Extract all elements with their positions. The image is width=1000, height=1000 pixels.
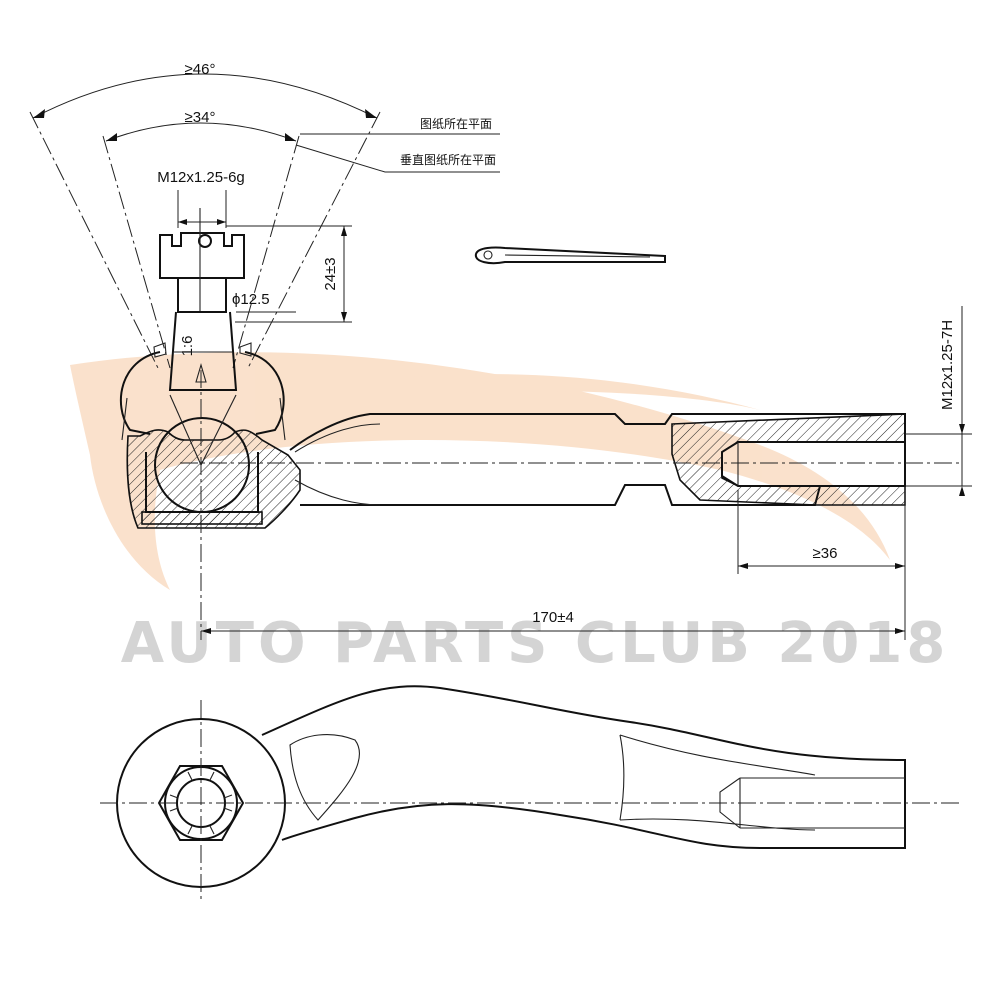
arrowhead (365, 109, 377, 118)
arrowhead (341, 312, 347, 322)
perpendicular-plane-callout: 垂直图纸所在平面 (400, 153, 496, 167)
stud-length-label: 24±3 (322, 257, 339, 290)
arm-flat (289, 734, 360, 821)
watermark-swoosh (70, 352, 890, 590)
cotter-pin-body (474, 246, 666, 265)
watermark-swoosh-upper (380, 374, 760, 410)
inner-angle-arc (105, 122, 297, 142)
boot-clip-lower (121, 397, 286, 441)
stud-diameter-label: ϕ12.5 (232, 291, 270, 308)
outer-angle-line-left (29, 111, 159, 369)
arrowhead (178, 219, 187, 225)
watermark-text: AUTO PARTS CLUB 2018 (121, 611, 950, 676)
cotter-pin-eye (483, 250, 493, 260)
arrowhead (738, 563, 748, 569)
drawing-plane-callout: 图纸所在平面 (420, 117, 492, 131)
outer-angle-arc (32, 73, 378, 119)
tie-rod-shaft (289, 413, 906, 506)
castle-slots (169, 771, 233, 835)
arm-flat-end (619, 734, 625, 821)
tapered-stud (168, 311, 238, 391)
angle-dimensions: ≥46° ≥34° 图纸所在平面 垂直图纸所在平面 (29, 61, 500, 369)
arrowhead (895, 563, 905, 569)
tie-rod-arm (261, 685, 906, 849)
arm-flat-edges (619, 734, 816, 831)
watermark-logo (70, 352, 890, 590)
stud-neck (177, 278, 227, 313)
arrowhead (217, 219, 226, 225)
thread-depth-dimension: ≥36 (737, 490, 906, 640)
inner-angle-line-left (102, 135, 171, 369)
top-view (100, 685, 960, 900)
stud-thread-label: M12x1.25-6g (157, 169, 245, 186)
inner-thread-label: M12x1.25-7H (939, 320, 956, 410)
cone-line (169, 394, 202, 466)
stud-dimensions: M12x1.25-6g 24±3 ϕ12.5 1:6 (157, 169, 352, 356)
arrowhead (341, 226, 347, 236)
cotter-pin-hole (198, 234, 212, 248)
top-thread-bore (719, 777, 905, 829)
overall-length-dimension: 170±4 (201, 609, 905, 634)
outer-angle-label: ≥46° (185, 61, 216, 78)
inner-angle-line-right (232, 135, 300, 369)
cotter-pin (474, 246, 666, 265)
arrowhead (33, 109, 45, 118)
arrowhead (959, 424, 965, 434)
inner-angle-label: ≥34° (185, 109, 216, 126)
cotter-pin-split (504, 254, 651, 258)
perpendicular-plane-leader (295, 144, 500, 173)
boot-clip (153, 342, 252, 358)
arrowhead (895, 628, 905, 634)
arrowhead (959, 486, 965, 496)
side-view (119, 208, 960, 640)
overall-length-label: 170±4 (532, 609, 574, 626)
outer-angle-line-right (247, 111, 381, 369)
cone-line (200, 394, 237, 466)
thread-depth-label: ≥36 (813, 545, 838, 562)
shaft-transition (294, 423, 381, 506)
bottom-plug (141, 511, 263, 525)
dust-boot (119, 351, 285, 435)
arrowhead (201, 628, 211, 634)
arrowhead (106, 133, 117, 141)
taper-label: 1:6 (179, 336, 196, 357)
castle-nut (159, 232, 245, 279)
arrowhead (285, 133, 296, 141)
inner-thread-dimension: M12x1.25-7H (905, 306, 972, 496)
